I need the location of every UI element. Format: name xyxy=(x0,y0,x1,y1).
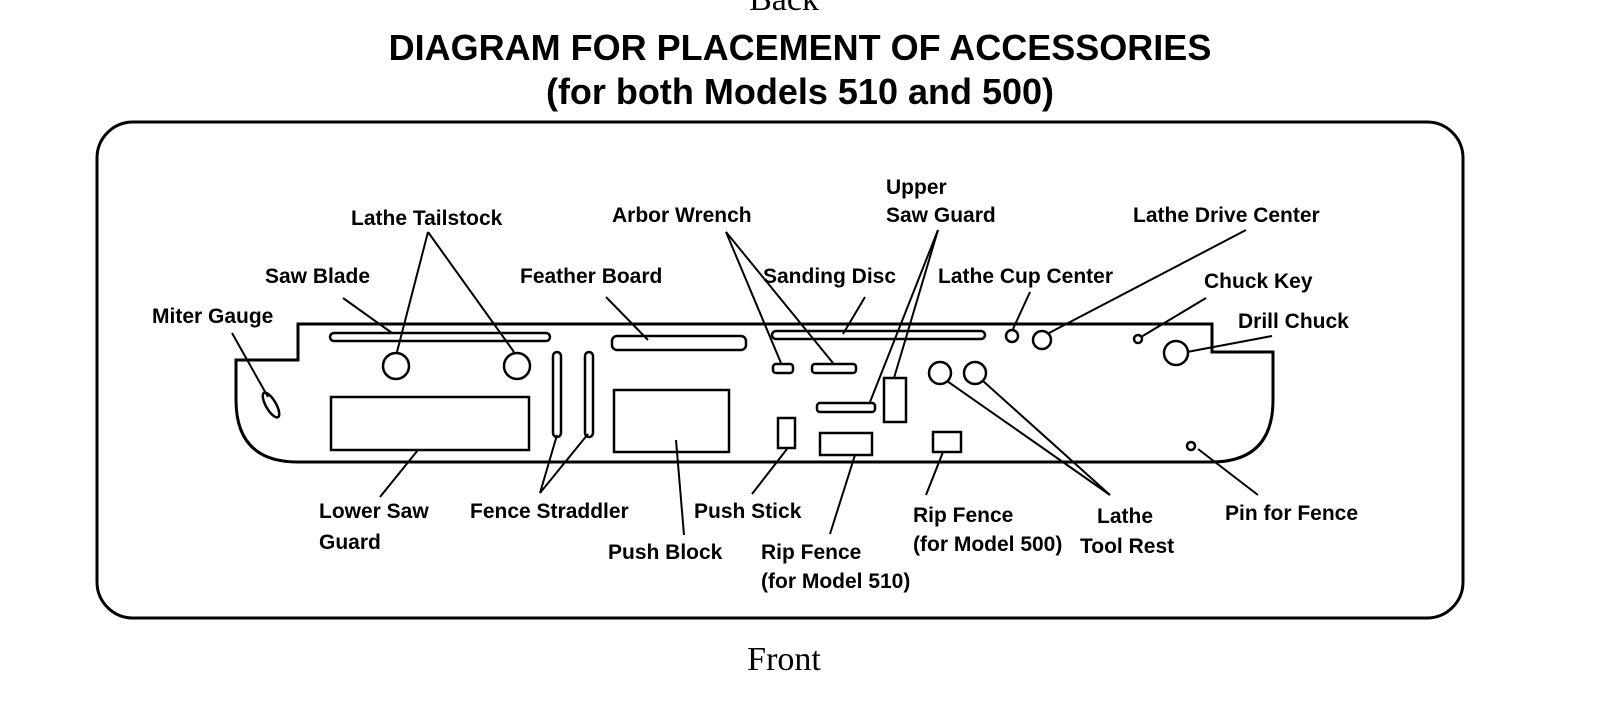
label-miter-gauge: Miter Gauge xyxy=(152,305,273,328)
miter-gauge-slot xyxy=(261,391,281,419)
label-push-block: Push Block xyxy=(608,541,723,564)
arbor-wrench-slot-right xyxy=(810,362,858,375)
label-rip-fence-500-line2: (for Model 500) xyxy=(913,533,1062,556)
label-rip-fence-510-line2: (for Model 510) xyxy=(761,570,910,593)
upper-saw-guard-slot-block xyxy=(882,376,908,424)
sanding-disc-slot xyxy=(770,329,987,341)
feather-board-slot xyxy=(610,334,748,352)
lathe-tailstock-hole-left xyxy=(381,351,411,381)
label-upper-saw-guard-line2: Saw Guard xyxy=(886,204,996,227)
label-lathe-drive-center: Lathe Drive Center xyxy=(1133,204,1320,227)
label-chuck-key: Chuck Key xyxy=(1204,270,1313,293)
label-push-stick: Push Stick xyxy=(694,500,802,523)
label-saw-blade: Saw Blade xyxy=(265,265,370,288)
diagram-title: DIAGRAM FOR PLACEMENT OF ACCESSORIES xyxy=(389,27,1212,68)
label-lower-saw-guard-line1: Lower Saw xyxy=(319,500,429,523)
fence-straddler-slot-right xyxy=(583,350,595,439)
label-pin-for-fence: Pin for Fence xyxy=(1225,502,1358,525)
label-sanding-disc: Sanding Disc xyxy=(763,265,896,288)
pin-for-fence-hole xyxy=(1185,440,1197,452)
push-block-slot xyxy=(612,388,731,454)
label-feather-board: Feather Board xyxy=(520,265,662,288)
label-arbor-wrench: Arbor Wrench xyxy=(612,204,752,227)
leader-lines xyxy=(231,229,1273,536)
saw-blade-slot xyxy=(328,331,552,343)
label-lathe-tool-rest-line1: Lathe xyxy=(1097,505,1153,528)
push-stick-slot xyxy=(776,416,797,450)
lathe-cup-center-hole xyxy=(1004,328,1020,344)
fence-straddler-slot-left xyxy=(551,350,563,439)
diagram-subtitle: (for both Models 510 and 500) xyxy=(546,71,1054,112)
lower-saw-guard-slot xyxy=(329,395,531,452)
arbor-wrench-slot-left xyxy=(771,362,795,375)
outer-frame xyxy=(95,120,1465,620)
rip-fence-500-slot xyxy=(931,430,963,454)
rip-fence-510-slot xyxy=(818,431,874,457)
chuck-key-hole xyxy=(1132,333,1144,345)
label-lathe-tailstock: Lathe Tailstock xyxy=(351,207,503,230)
lathe-tool-rest-hole-left xyxy=(927,360,953,386)
front-label: Front xyxy=(747,641,821,678)
lathe-tailstock-hole-right xyxy=(502,351,532,381)
label-lathe-tool-rest-line2: Tool Rest xyxy=(1080,535,1174,558)
label-rip-fence-510-line1: Rip Fence xyxy=(761,541,861,564)
label-rip-fence-500-line1: Rip Fence xyxy=(913,504,1013,527)
back-label: Back xyxy=(749,0,819,18)
upper-saw-guard-slot-bar xyxy=(815,401,877,414)
lathe-tool-rest-hole-right xyxy=(962,360,988,386)
label-fence-straddler: Fence Straddler xyxy=(470,500,629,523)
label-drill-chuck: Drill Chuck xyxy=(1238,310,1349,333)
label-lathe-cup-center: Lathe Cup Center xyxy=(938,265,1113,288)
label-upper-saw-guard-line1: Upper xyxy=(886,176,947,199)
label-lower-saw-guard-line2: Guard xyxy=(319,531,381,554)
storage-panel xyxy=(234,322,1275,464)
drill-chuck-hole xyxy=(1162,339,1190,367)
lathe-drive-center-hole xyxy=(1031,329,1053,351)
